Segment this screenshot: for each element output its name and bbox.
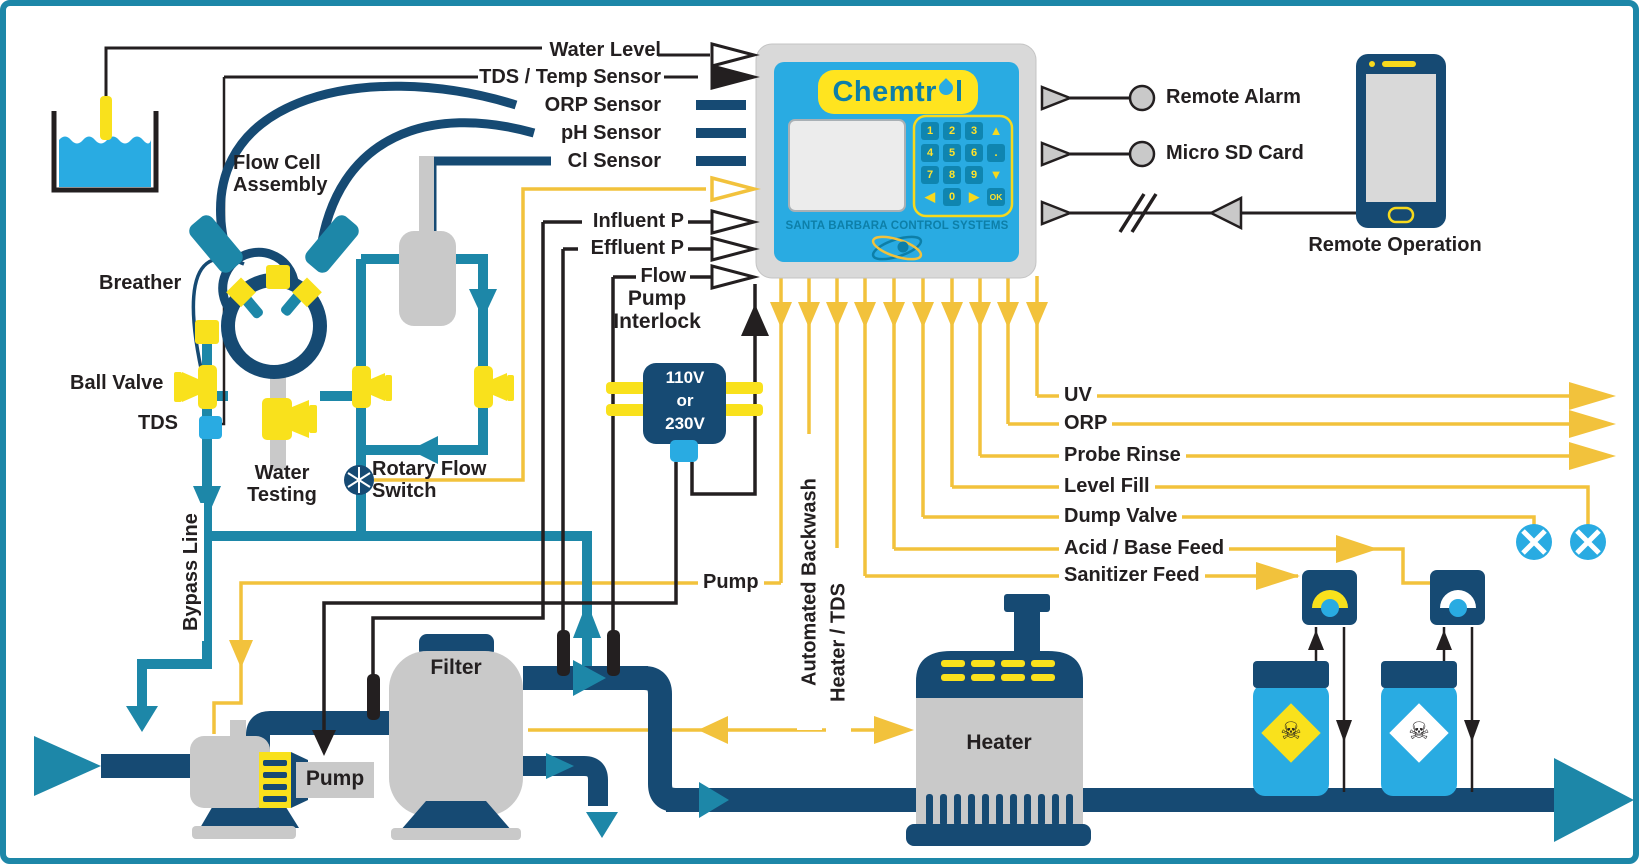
pump-label-plate xyxy=(296,762,374,798)
label-output-probe-rinse: Probe Rinse xyxy=(1059,444,1186,466)
heater-vents xyxy=(941,660,1055,681)
label-water-level: Water Level xyxy=(549,39,661,61)
brand-text-left: Chemtr xyxy=(832,75,937,108)
level-probe xyxy=(100,96,112,140)
label-output-acid-base: Acid / Base Feed xyxy=(1059,537,1230,559)
label-heater-tds: Heater / TDS xyxy=(826,548,851,738)
filter-icon xyxy=(389,634,523,840)
rotary-flow-switch-icon xyxy=(344,465,374,495)
pipe-probes xyxy=(367,630,620,720)
label-ph-sensor: pH Sensor xyxy=(560,122,661,144)
key-left-icon: ◀ xyxy=(925,189,935,204)
key-6: 6 xyxy=(965,144,983,162)
label-automated-backwash: Automated Backwash xyxy=(797,434,822,730)
label-output-uv: UV xyxy=(1059,384,1097,406)
chemtrol-logo-plate xyxy=(818,70,978,114)
hazard-diamond-white xyxy=(1389,703,1449,763)
key-up-icon: ▲ xyxy=(989,123,1003,138)
keypad-outline xyxy=(912,114,1014,218)
label-output-orp: ORP xyxy=(1059,412,1113,434)
heater-icon xyxy=(906,594,1091,846)
hazard-diamond-yellow xyxy=(1261,703,1321,763)
label-effluent-p: Effluent P xyxy=(590,237,684,259)
key-right-icon: ▶ xyxy=(969,189,979,204)
yellow-arrowheads xyxy=(229,302,1616,744)
sensor-wires xyxy=(104,46,712,678)
label-bypass-line: Bypass Line xyxy=(178,503,204,641)
key-ok: OK xyxy=(987,188,1005,206)
controller-device xyxy=(696,42,1037,290)
label-remote-operation: Remote Operation xyxy=(1308,234,1482,256)
chemical-feeders xyxy=(1253,570,1485,796)
chemtrol-brand: Chemtr l xyxy=(818,70,978,114)
cl-sensor-body xyxy=(399,231,456,326)
water-tank xyxy=(51,96,159,193)
probe-right xyxy=(305,215,359,273)
relay-contact-sd xyxy=(1128,140,1156,168)
probe-left xyxy=(189,215,243,273)
label-filter: Filter xyxy=(430,656,482,679)
brand-text-right: l xyxy=(954,75,964,108)
label-heater: Heater xyxy=(966,731,1032,754)
water-drop-icon xyxy=(936,77,956,98)
key-1: 1 xyxy=(921,122,939,140)
pump-icon xyxy=(190,720,374,839)
pump-interlock-icon xyxy=(312,284,769,756)
key-down-icon: ▼ xyxy=(989,167,1003,182)
outflow-arrow xyxy=(1554,758,1633,842)
water-testing-tap xyxy=(262,370,317,470)
key-3: 3 xyxy=(965,122,983,140)
label-cl-sensor: Cl Sensor xyxy=(567,150,661,172)
flow-direction-arrows xyxy=(546,602,729,838)
label-output-dump-valve: Dump Valve xyxy=(1059,505,1183,527)
relay-contact-alarm xyxy=(1128,84,1156,112)
label-output-pump: Pump xyxy=(698,571,764,593)
heater-slats xyxy=(926,794,1073,826)
label-output-level-fill: Level Fill xyxy=(1059,475,1155,497)
label-output-sanitizer: Sanitizer Feed xyxy=(1059,564,1205,586)
controller-input-connectors xyxy=(696,42,761,290)
label-influent-p: Influent P xyxy=(592,210,684,232)
main-pipes xyxy=(34,602,1633,842)
key-2: 2 xyxy=(943,122,961,140)
diagram-artwork xyxy=(34,42,1633,846)
label-micro-sd-card: Micro SD Card xyxy=(1166,142,1304,164)
key-0: 0 xyxy=(943,188,961,206)
label-remote-alarm: Remote Alarm xyxy=(1166,86,1301,108)
inflow-arrow xyxy=(34,736,101,796)
tds-sensor-fitting xyxy=(199,416,222,439)
label-tds: TDS xyxy=(138,412,178,434)
skull-icon-right: ☠ xyxy=(1408,718,1430,745)
label-pump-equipment: Pump xyxy=(305,767,365,790)
label-ball-valve: Ball Valve xyxy=(70,372,164,394)
sample-loop-arrows xyxy=(126,289,497,732)
solenoid-valve-icons xyxy=(1516,524,1606,560)
controller-keypad: 1 2 3 ▲ 4 5 6 . 7 8 9 ▼ ◀ 0 ▶ OK xyxy=(921,122,1005,206)
label-orp-sensor: ORP Sensor xyxy=(544,94,661,116)
key-5: 5 xyxy=(943,144,961,162)
controller-subtitle: SANTA BARBARA CONTROL SYSTEMS xyxy=(785,220,1009,232)
key-7: 7 xyxy=(921,166,939,184)
key-dot: . xyxy=(987,144,1005,162)
label-flow: Flow xyxy=(640,265,686,287)
key-9: 9 xyxy=(965,166,983,184)
flow-cell-assembly-icon xyxy=(189,156,456,379)
atom-icon xyxy=(871,235,923,261)
key-8: 8 xyxy=(943,166,961,184)
label-tds-temp-sensor: TDS / Temp Sensor xyxy=(479,66,661,88)
smartphone-icon xyxy=(1356,54,1446,228)
home-button xyxy=(1387,206,1415,224)
controller-screen xyxy=(788,119,906,212)
remote-io xyxy=(1040,84,1358,233)
key-4: 4 xyxy=(921,144,939,162)
skull-icon-left: ☠ xyxy=(1280,718,1302,745)
label-breather: Breather xyxy=(99,272,182,294)
ball-valves xyxy=(174,320,514,409)
